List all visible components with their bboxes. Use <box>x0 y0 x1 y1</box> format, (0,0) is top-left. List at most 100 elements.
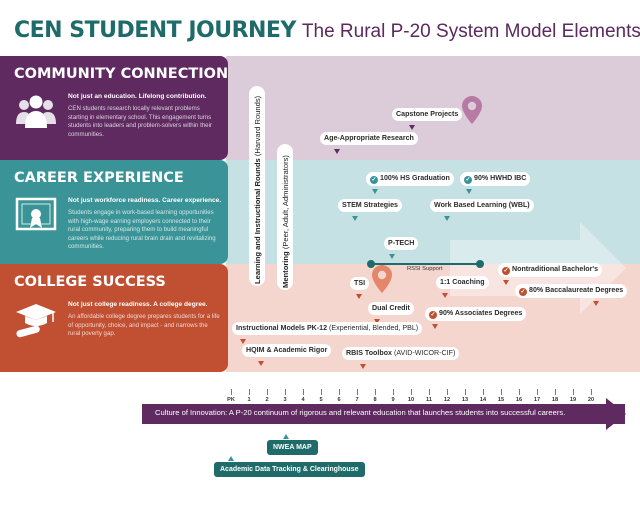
label-baccalaureate-degrees: ✓80% Baccalaureate Degrees <box>515 284 628 298</box>
certificate-icon <box>15 197 57 231</box>
label-hs-graduation: ✓100% HS Graduation <box>366 172 454 186</box>
panel-community-connection: COMMUNITY CONNECTION Not just an educati… <box>0 56 228 160</box>
marker-triangle <box>593 301 599 306</box>
grade-label: 6 <box>337 397 341 403</box>
grade-label: 13 <box>461 397 469 403</box>
panel-description: Students engage in work-based learning o… <box>68 209 216 251</box>
grade-tick <box>429 389 430 395</box>
label-tsi: TSI <box>350 277 370 290</box>
panel-title: COLLEGE SUCCESS <box>14 274 166 290</box>
label-rbis-toolbox: RBIS Toolbox (AVID-WICOR-CIF) <box>342 347 460 360</box>
grade-tick <box>393 389 394 395</box>
panel-title: CAREER EXPERIENCE <box>14 170 184 186</box>
data-tracking-pill: Academic Data Tracking & Clearinghouse <box>214 462 365 477</box>
panel-title: COMMUNITY CONNECTION <box>14 66 229 82</box>
grade-label: 17 <box>533 397 541 403</box>
label-p-tech: P-TECH <box>384 237 419 250</box>
label-associates-degrees: ✓90% Associates Degrees <box>425 307 527 321</box>
check-icon: ✓ <box>519 288 527 296</box>
marker-triangle <box>372 189 378 194</box>
grade-tick <box>537 389 538 395</box>
rssi-start-dot <box>367 260 375 268</box>
grade-label: 2 <box>265 397 269 403</box>
community-people-icon <box>16 95 56 128</box>
marker-triangle-up <box>283 434 289 439</box>
grade-label: 18 <box>551 397 559 403</box>
grade-tick <box>555 389 556 395</box>
label-dual-credit: Dual Credit <box>368 302 414 315</box>
grade-label: 1 <box>247 397 251 403</box>
grade-label: 8 <box>373 397 377 403</box>
grade-label: 11 <box>426 397 432 403</box>
grade-label: 19 <box>569 397 577 403</box>
check-icon: ✓ <box>502 267 510 275</box>
marker-triangle <box>258 361 264 366</box>
grade-tick <box>573 389 574 395</box>
marker-triangle <box>444 216 450 221</box>
grade-label: 7 <box>355 397 359 403</box>
panel-tagline: Not just an education. Lifelong contribu… <box>68 93 207 100</box>
grade-tick <box>285 389 286 395</box>
grade-tick <box>339 389 340 395</box>
grade-tick <box>501 389 502 395</box>
label-instructional-models: Instructional Models PK-12 (Experiential… <box>232 322 423 335</box>
grade-tick <box>591 389 592 395</box>
marker-triangle <box>334 149 340 154</box>
grade-tick <box>375 389 376 395</box>
timeline-arrow <box>142 404 625 424</box>
label-capstone-projects: Capstone Projects <box>392 108 463 121</box>
rssi-end-dot <box>476 260 484 268</box>
marker-triangle <box>503 280 509 285</box>
label-hwhd-ibc: ✓90% HWHD IBC <box>460 172 531 186</box>
marker-triangle <box>432 324 438 329</box>
grade-tick <box>483 389 484 395</box>
nwea-map-pill: NWEA MAP <box>267 440 318 455</box>
check-icon: ✓ <box>370 176 378 184</box>
label-age-appropriate-research: Age-Appropriate Research <box>320 132 418 145</box>
grade-label: PK <box>227 397 235 403</box>
grade-tick <box>267 389 268 395</box>
marker-triangle <box>442 293 448 298</box>
label-coaching: 1:1 Coaching <box>436 276 489 289</box>
location-pin-icon <box>462 96 482 124</box>
grade-tick <box>519 389 520 395</box>
grade-label: 4 <box>301 397 305 403</box>
page-title: CEN STUDENT JOURNEY <box>14 18 296 43</box>
rssi-support-label: RSSI Support <box>407 266 443 272</box>
grade-label: 10 <box>407 397 415 403</box>
grade-tick <box>303 389 304 395</box>
marker-triangle <box>389 254 395 259</box>
grade-tick <box>411 389 412 395</box>
label-stem-strategies: STEM Strategies <box>338 199 402 212</box>
location-pin-icon <box>372 265 392 293</box>
rssi-support-line <box>370 263 480 265</box>
panel-tagline: Not just college readiness. A college de… <box>68 301 208 308</box>
page-subtitle: The Rural P-20 System Model Elements <box>301 21 640 42</box>
rounds-label: Learning and Instructional Rounds (Harva… <box>253 95 262 284</box>
panel-description: CEN students research locally relevant p… <box>68 105 212 138</box>
grade-label: 3 <box>283 397 287 403</box>
label-hqim-academic-rigor: HQIM & Academic Rigor <box>242 344 332 357</box>
grade-tick <box>231 389 232 395</box>
label-nontraditional-bachelors: ✓Nontraditional Bachelor's <box>498 263 603 277</box>
grade-label: 5 <box>319 397 323 403</box>
grade-label: 15 <box>497 397 505 403</box>
panel-career-experience: CAREER EXPERIENCE Not just workforce rea… <box>0 160 228 264</box>
grade-tick <box>465 389 466 395</box>
grade-tick <box>321 389 322 395</box>
marker-triangle <box>409 125 415 130</box>
graduation-cap-icon <box>16 304 56 338</box>
grade-label: 14 <box>479 397 487 403</box>
marker-triangle <box>240 339 246 344</box>
marker-triangle <box>466 189 472 194</box>
marker-triangle <box>374 319 380 324</box>
grade-label: 12 <box>443 397 451 403</box>
marker-triangle <box>356 294 362 299</box>
grade-tick <box>249 389 250 395</box>
mentoring-bar <box>277 144 293 290</box>
marker-triangle-up <box>228 456 234 461</box>
grade-tick <box>357 389 358 395</box>
label-work-based-learning: Work Based Learning (WBL) <box>430 199 534 212</box>
panel-college-success: COLLEGE SUCCESS Not just college readine… <box>0 264 228 372</box>
